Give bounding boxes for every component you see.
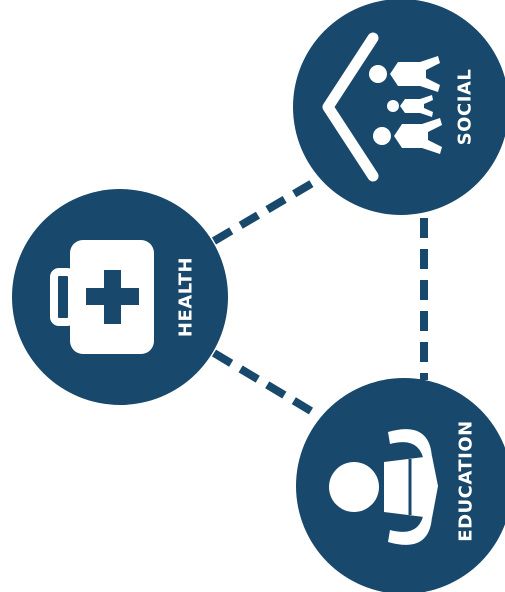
connectors	[211, 177, 428, 418]
connector-health-social	[211, 177, 319, 245]
node-education-label: EDUCATION	[456, 420, 477, 541]
connector-health-education	[211, 349, 319, 418]
node-health-label: HEALTH	[176, 257, 197, 337]
node-social-label: SOCIAL	[455, 69, 476, 146]
family-icon	[322, 32, 442, 182]
reading-person-icon	[329, 429, 438, 545]
first-aid-kit-icon	[50, 240, 154, 354]
node-health: HEALTH	[12, 189, 228, 405]
node-social-circle	[293, 0, 505, 215]
node-education: EDUCATION	[296, 378, 505, 592]
roof-chevron	[322, 32, 379, 182]
node-social: SOCIAL	[293, 0, 505, 215]
